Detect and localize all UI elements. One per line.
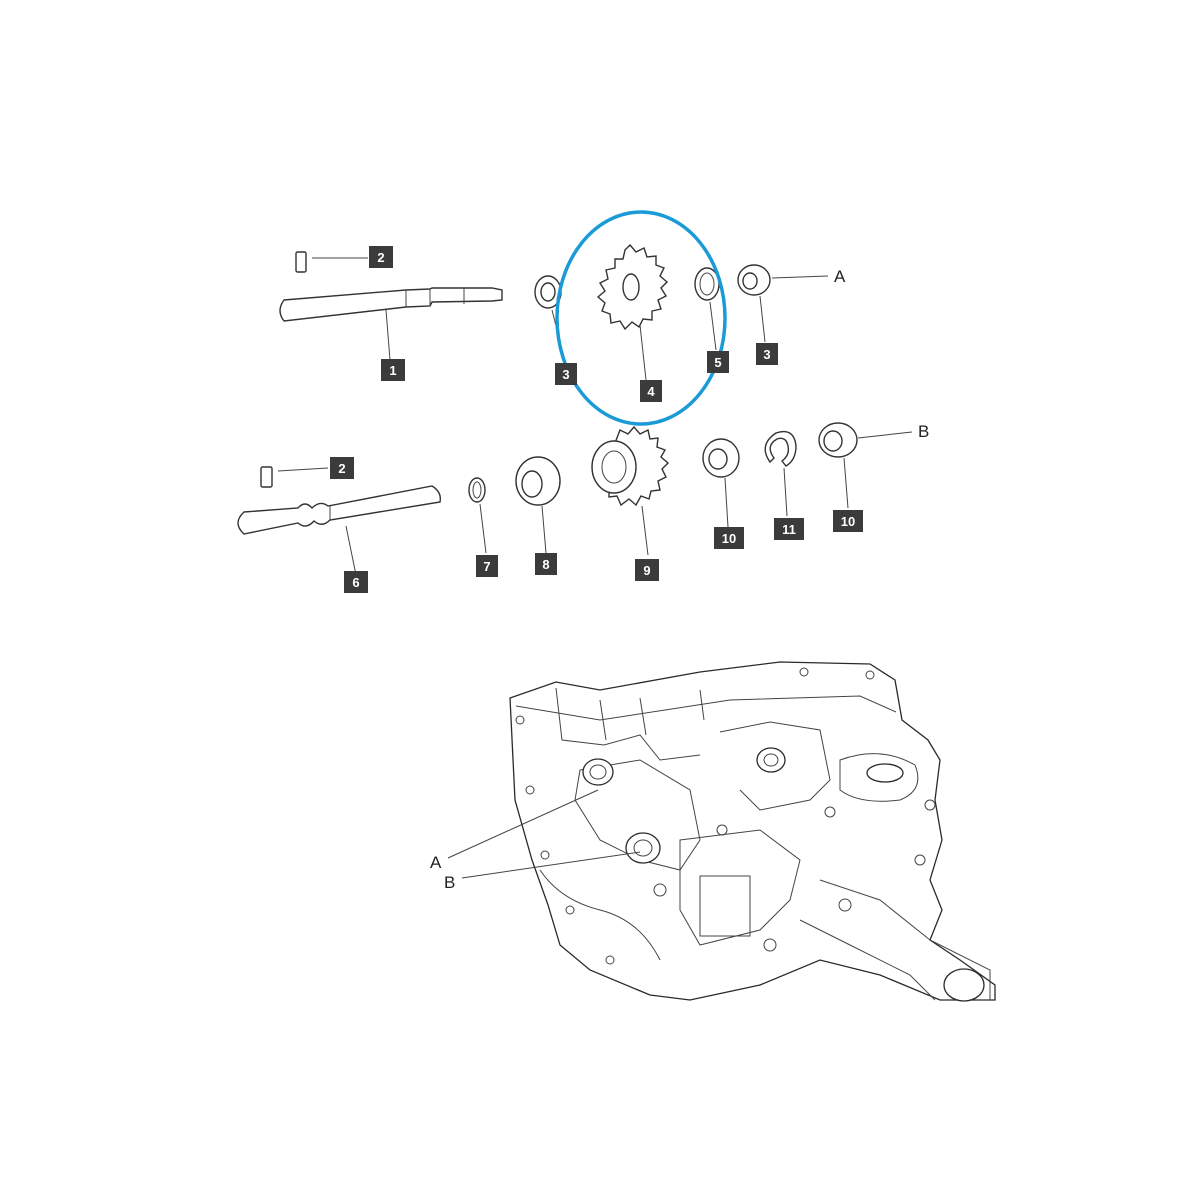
part-gear-4: [596, 243, 669, 381]
callout-3-right: 3: [756, 343, 778, 365]
callout-10-left: 10: [714, 527, 744, 549]
svg-text:11: 11: [782, 522, 796, 537]
callout-8: 8: [535, 553, 557, 575]
svg-text:3: 3: [763, 347, 770, 362]
label-b-top: B: [918, 422, 929, 441]
callout-6: 6: [344, 571, 368, 593]
part-circlip-5: [694, 267, 720, 351]
svg-text:10: 10: [722, 531, 736, 546]
svg-text:6: 6: [352, 575, 359, 590]
part-circlip-11: [764, 430, 797, 517]
callout-5: 5: [707, 351, 729, 373]
svg-text:10: 10: [841, 514, 855, 529]
svg-text:5: 5: [714, 355, 721, 370]
svg-text:2: 2: [377, 250, 384, 265]
callout-10-right: 10: [833, 510, 863, 532]
part-bearing-3-right: [737, 264, 829, 343]
label-a-top: A: [834, 267, 846, 286]
callout-3-left: 3: [555, 363, 577, 385]
part-pin-lower: [260, 466, 329, 488]
part-circlip-7: [468, 477, 487, 554]
part-seal-10-left: [702, 438, 740, 528]
label-a-housing: A: [430, 853, 442, 872]
svg-text:4: 4: [647, 384, 655, 399]
callout-4: 4: [640, 380, 662, 402]
callout-7: 7: [476, 555, 498, 577]
callout-2-lower: 2: [330, 457, 354, 479]
part-seal-10-right: [818, 422, 913, 509]
part-gear-9: [591, 425, 670, 556]
callout-11: 11: [774, 518, 804, 540]
svg-text:9: 9: [643, 563, 650, 578]
svg-text:2: 2: [338, 461, 345, 476]
callout-2-top: 2: [369, 246, 393, 268]
svg-text:1: 1: [389, 363, 396, 378]
callout-9: 9: [635, 559, 659, 581]
svg-text:3: 3: [562, 367, 569, 382]
svg-text:7: 7: [483, 559, 490, 574]
highlight-circle: [555, 210, 727, 426]
part-shaft-1: [279, 287, 503, 361]
svg-text:8: 8: [542, 557, 549, 572]
callout-1: 1: [381, 359, 405, 381]
part-bearing-8: [515, 456, 561, 554]
gearbox-housing: [447, 661, 996, 1002]
label-b-housing: B: [444, 873, 455, 892]
part-pin-top: [295, 251, 368, 273]
part-shaft-6: [237, 485, 442, 576]
